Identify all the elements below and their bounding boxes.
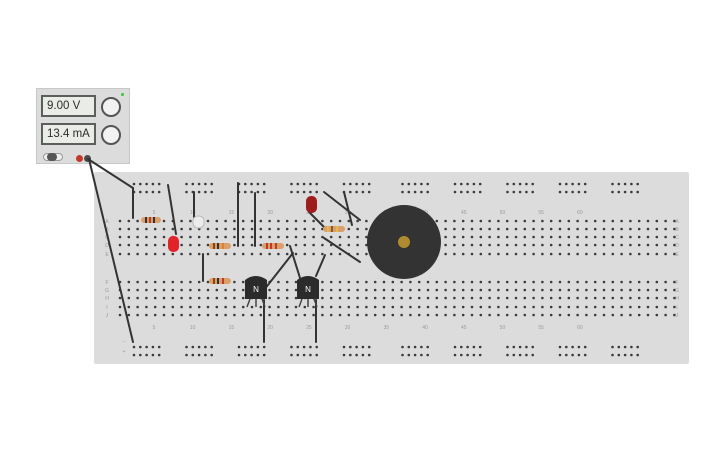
column-number: 40 xyxy=(422,210,428,216)
row-letter: B xyxy=(675,227,679,233)
row-letter: G xyxy=(105,288,109,294)
row-letter: A xyxy=(105,219,109,225)
row-letter: H xyxy=(675,296,679,302)
current-knob-icon[interactable] xyxy=(101,125,121,145)
rail-minus-symbol: − xyxy=(123,339,126,345)
power-supply[interactable]: 9.00 V 13.4 mA xyxy=(36,88,130,164)
column-number: 15 xyxy=(229,210,235,216)
column-number: 60 xyxy=(577,325,583,331)
column-number: 45 xyxy=(461,325,467,331)
row-letter: D xyxy=(675,243,679,249)
column-number: 5 xyxy=(153,325,156,331)
positive-terminal-icon[interactable] xyxy=(76,155,83,162)
column-number: 15 xyxy=(229,325,235,331)
row-letter: F xyxy=(675,280,678,286)
row-letter: F xyxy=(105,280,108,286)
column-number: 50 xyxy=(500,325,506,331)
column-number: 20 xyxy=(267,210,273,216)
negative-terminal-icon[interactable] xyxy=(84,155,91,162)
column-number: 40 xyxy=(422,325,428,331)
row-letter: J xyxy=(106,313,109,319)
row-letter: H xyxy=(105,296,109,302)
breadboard-holes[interactable]: 5510101515202025253030353540404545505055… xyxy=(94,172,689,364)
column-number: 35 xyxy=(384,325,390,331)
column-number: 20 xyxy=(267,325,273,331)
row-letter: J xyxy=(676,313,679,319)
row-letter: I xyxy=(106,305,107,311)
row-letter: I xyxy=(676,305,677,311)
column-number: 45 xyxy=(461,210,467,216)
row-letter: B xyxy=(105,227,109,233)
row-letter: E xyxy=(105,252,109,258)
row-letter: C xyxy=(675,235,679,241)
row-letter: E xyxy=(675,252,679,258)
status-led-icon xyxy=(121,93,124,96)
column-number: 10 xyxy=(190,325,196,331)
rail-plus-symbol: + xyxy=(123,349,126,355)
row-letter: A xyxy=(675,219,679,225)
column-number: 30 xyxy=(345,210,351,216)
column-number: 30 xyxy=(345,325,351,331)
column-number: 55 xyxy=(538,210,544,216)
row-letter: C xyxy=(105,235,109,241)
power-switch-knob[interactable] xyxy=(47,153,57,161)
column-number: 35 xyxy=(384,210,390,216)
column-number: 25 xyxy=(306,325,312,331)
row-letter: G xyxy=(675,288,679,294)
voltage-display: 9.00 V xyxy=(41,95,96,117)
row-letter: D xyxy=(105,243,109,249)
column-number: 25 xyxy=(306,210,312,216)
column-number: 50 xyxy=(500,210,506,216)
column-number: 60 xyxy=(577,210,583,216)
column-number: 5 xyxy=(153,210,156,216)
column-number: 55 xyxy=(538,325,544,331)
column-number: 10 xyxy=(190,210,196,216)
current-display: 13.4 mA xyxy=(41,123,96,145)
voltage-knob-icon[interactable] xyxy=(101,97,121,117)
